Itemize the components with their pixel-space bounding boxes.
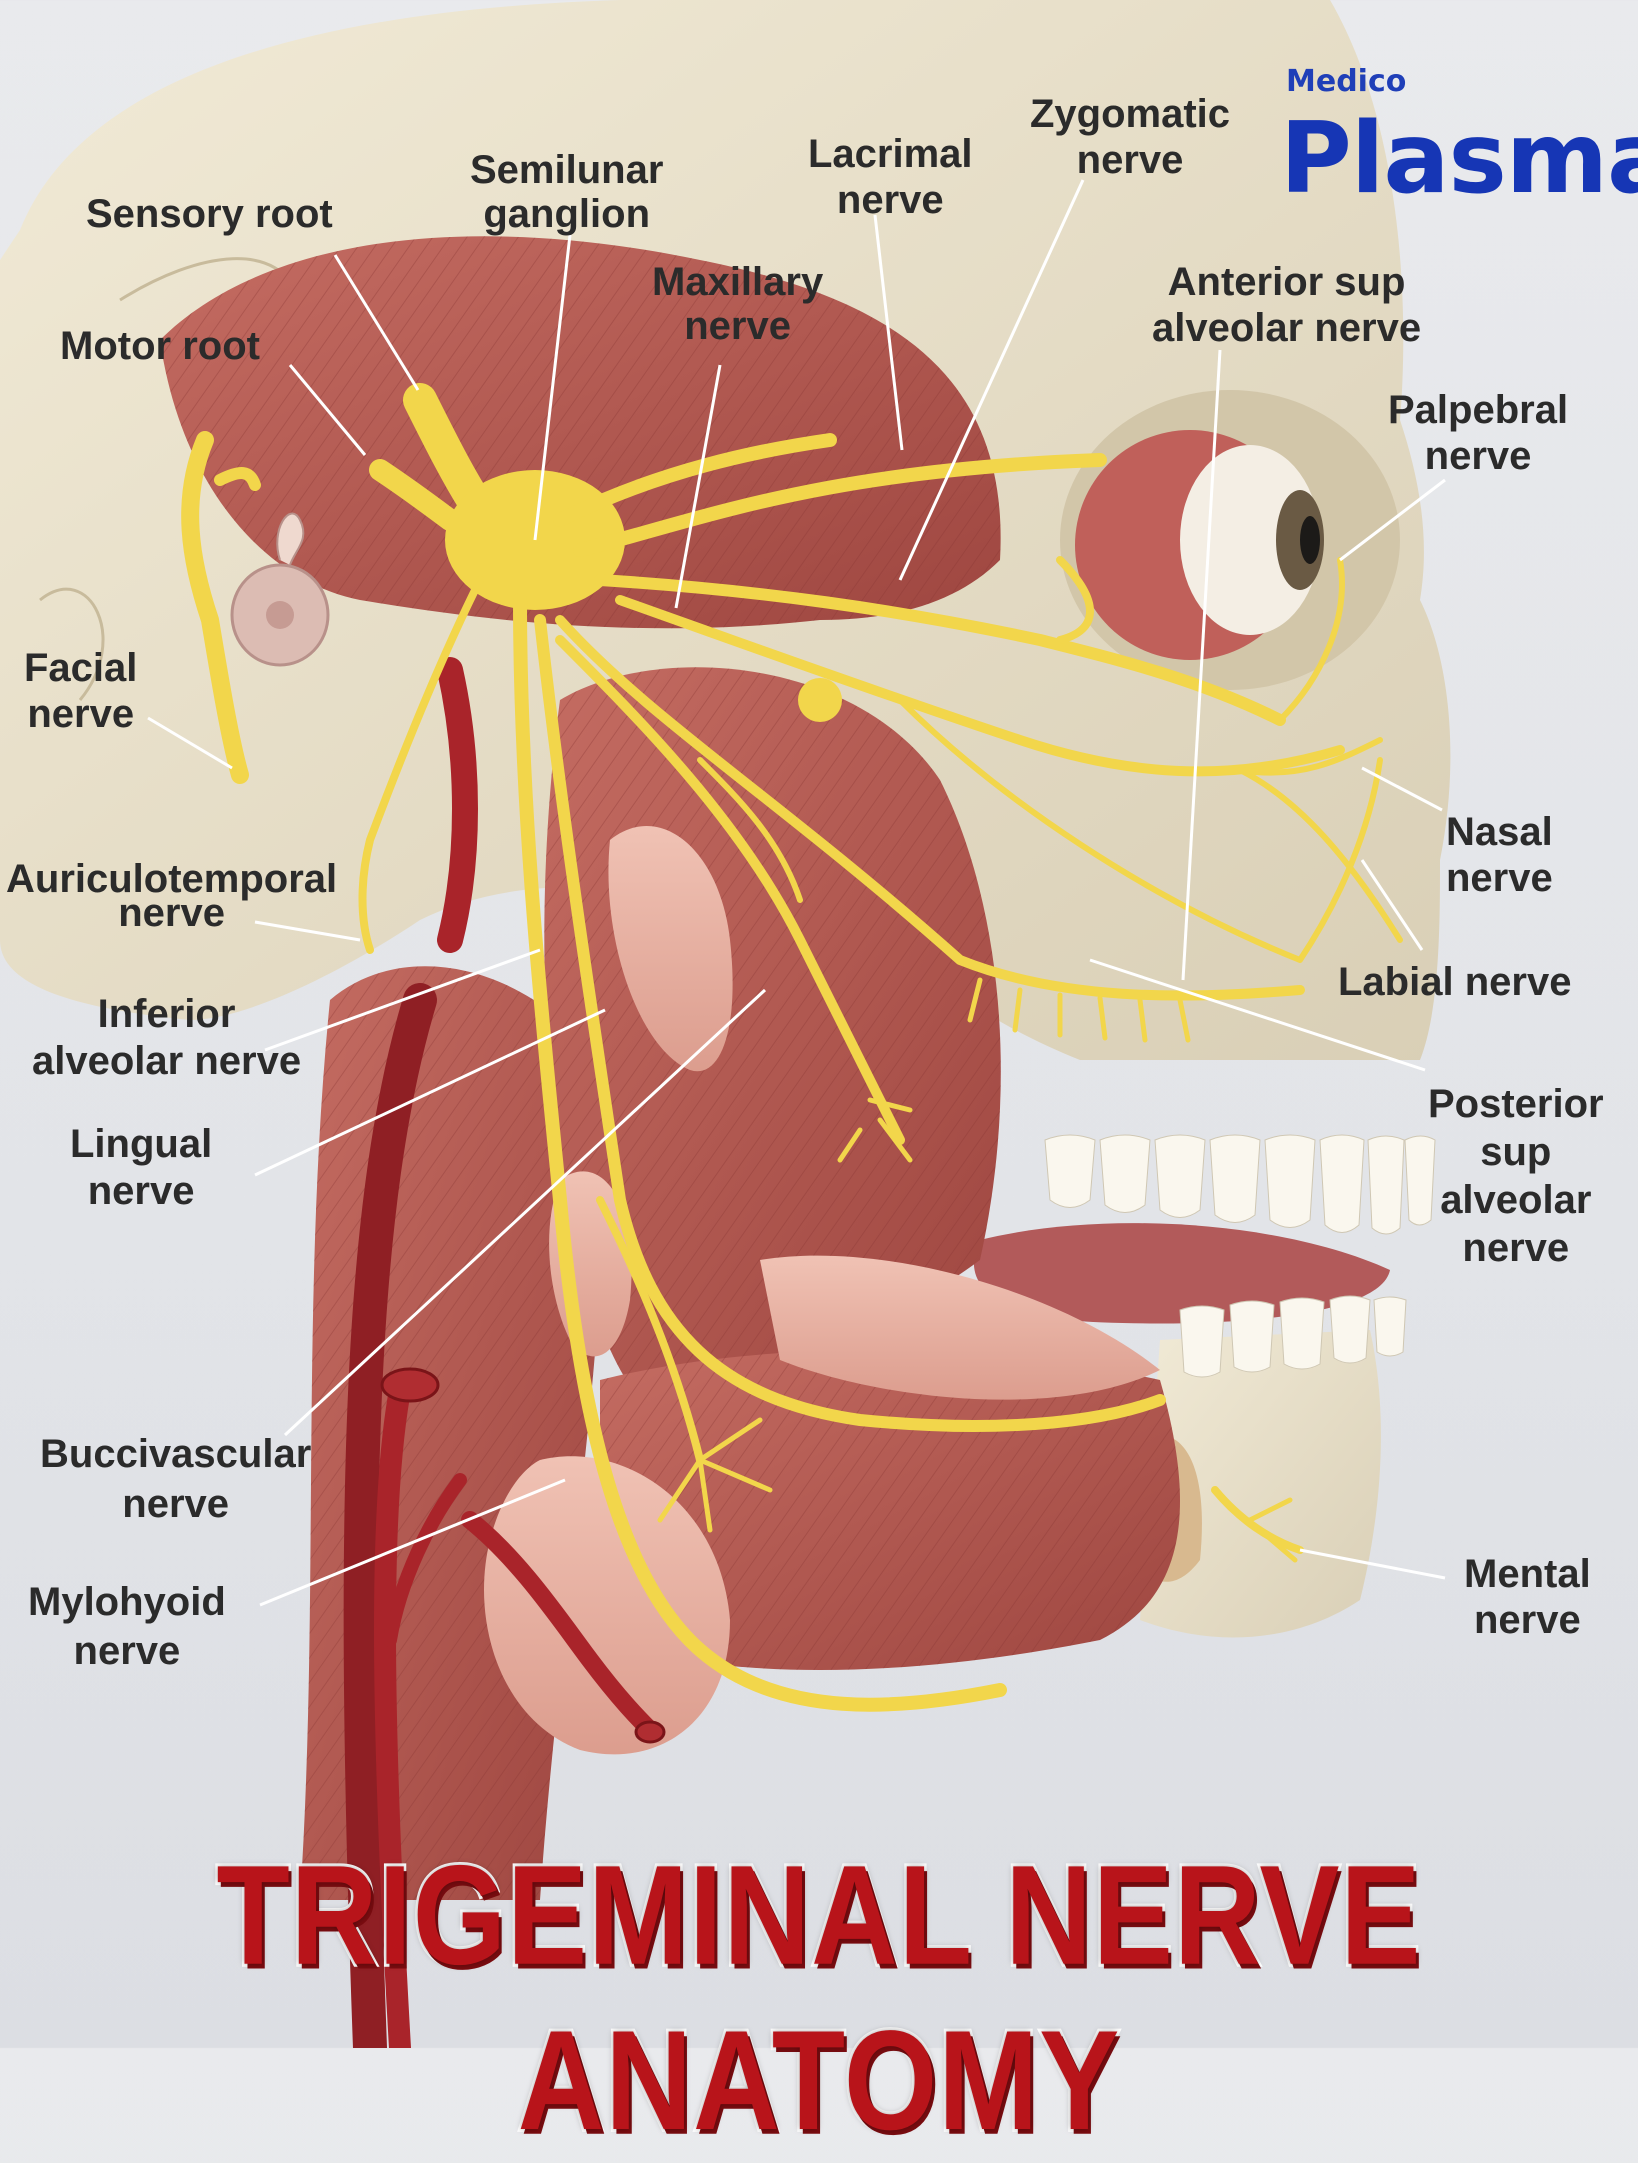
facial-nerve-path <box>181 431 249 784</box>
brand-medico: Medico <box>1286 64 1407 99</box>
arteries <box>343 657 666 2048</box>
mandible <box>1140 1330 1381 1638</box>
motor-root-path <box>369 459 461 531</box>
brand-plasma-logo: Plasma <box>1280 102 1638 216</box>
label-labial-nerve: Labial nerve <box>1338 960 1572 1004</box>
label-motor-root: Motor root <box>60 324 260 368</box>
ear-structure <box>230 512 330 667</box>
upper-teeth <box>1044 1134 1436 1235</box>
eyeball <box>1075 430 1324 660</box>
poster-title: TRIGEMINAL NERVE ANATOMY <box>214 1833 1423 2162</box>
lower-teeth <box>1179 1295 1407 1378</box>
anatomy-illustration <box>0 0 1451 2048</box>
tongue <box>973 1223 1390 1324</box>
leader-lines <box>147 179 1446 1607</box>
label-sensory-root: Sensory root <box>86 192 333 236</box>
